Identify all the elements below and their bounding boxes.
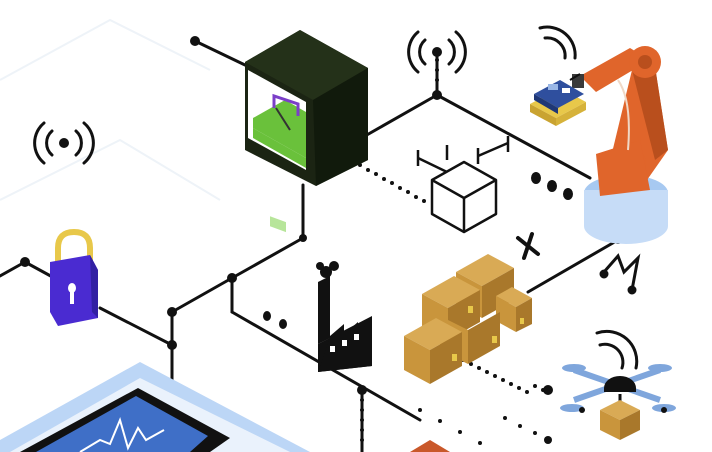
junction-nodes — [20, 36, 622, 444]
factory-icon — [316, 261, 372, 372]
dotted-lines — [358, 58, 550, 445]
link-icon — [599, 253, 641, 295]
cross-icon — [516, 232, 540, 260]
wifi-signal-icon — [407, 30, 467, 74]
delivery-drone — [560, 364, 676, 440]
3d-printer — [245, 30, 368, 233]
background-lines — [0, 18, 221, 201]
wifi-signal-icon — [33, 121, 95, 165]
robot-arm — [572, 46, 668, 244]
wifi-signal-icon — [538, 25, 577, 60]
cardboard-boxes — [404, 254, 532, 384]
padlock-icon — [50, 228, 98, 326]
monitor — [0, 362, 310, 452]
wifi-signal-icon — [595, 329, 639, 370]
orange-device — [410, 440, 450, 452]
robot-gripper-board — [530, 73, 586, 126]
ellipsis-dots — [263, 172, 573, 329]
wireframe-cube — [416, 136, 510, 234]
